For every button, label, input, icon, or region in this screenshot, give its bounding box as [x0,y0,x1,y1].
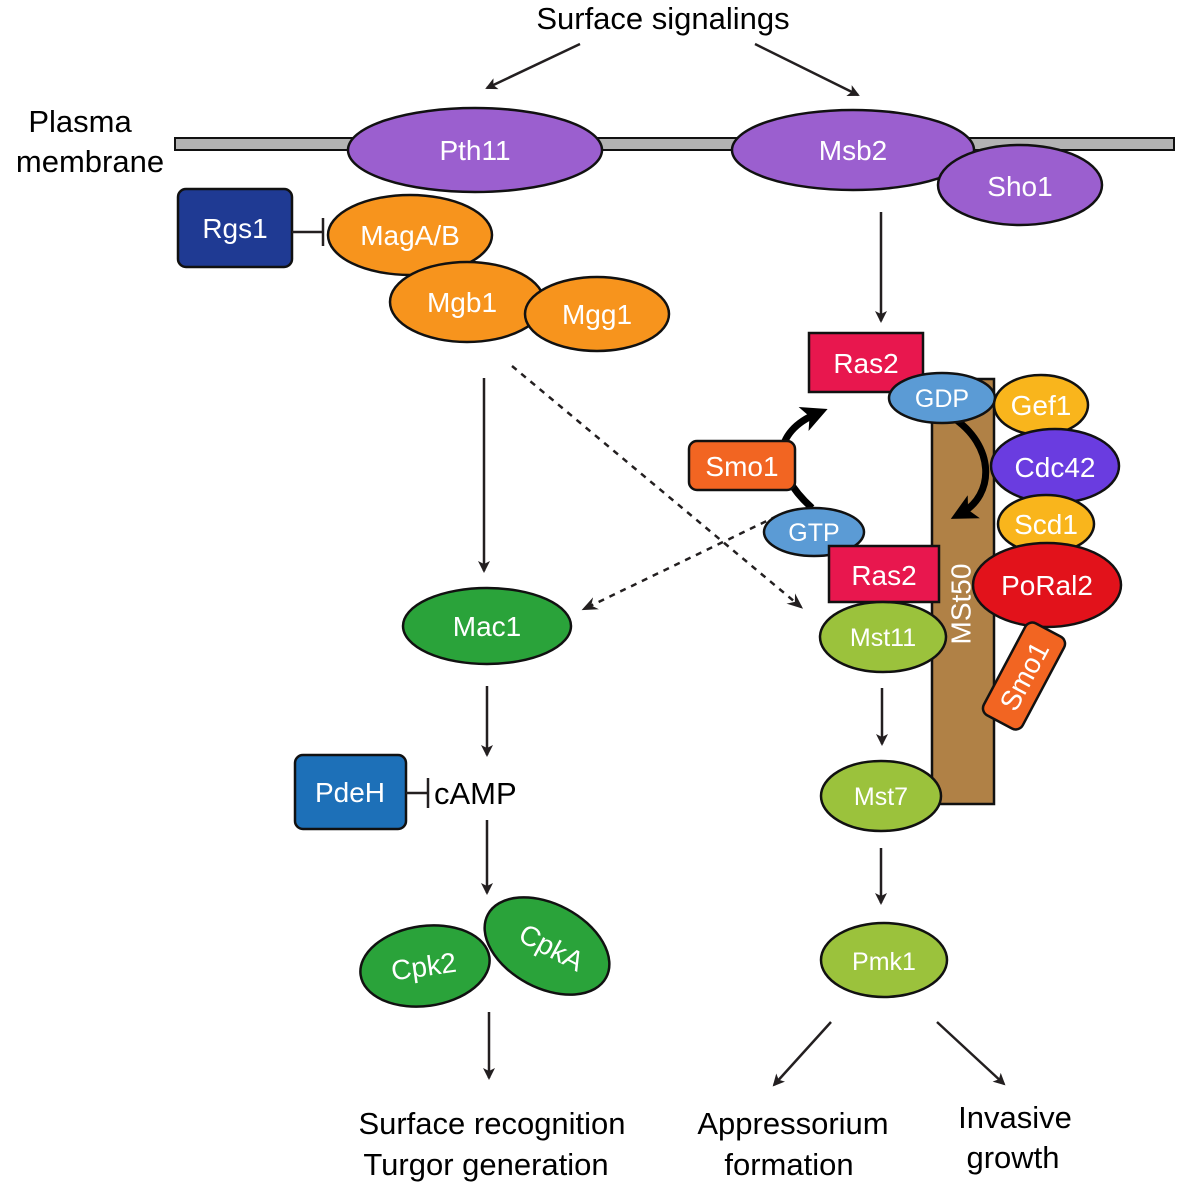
pth11-label: Pth11 [439,135,510,166]
mst11-node [818,600,948,674]
arrow-signal-to-pth11 [485,42,581,90]
sho1-label: Sho1 [987,171,1052,202]
gdp-label: GDP [915,385,969,413]
outcome-growth: growth [966,1140,1059,1175]
pth11-node [346,106,604,194]
plasma-label: Plasma [28,104,132,139]
outcome-turgor-generation: Turgor generation [363,1147,608,1182]
arrow-signal-to-msb2 [754,42,860,97]
cpka-node [483,896,611,996]
msb2-label: Msb2 [819,135,887,166]
mac1-label: Mac1 [453,611,521,642]
pmk1-node [819,921,949,999]
membrane-label: membrane [16,144,164,179]
poral2-label: PoRal2 [1001,570,1093,601]
outcome-surface-recognition: Surface recognition [358,1106,625,1141]
dashed-arrow-gtp-to-mac1 [581,514,778,611]
pdeh-label: PdeH [315,777,385,808]
cpk2-node [359,924,491,1008]
outcome-invasive: Invasive [958,1100,1072,1135]
arrow-pmk1-to-invasive-growth [936,1021,1006,1086]
smo1-left-node [687,439,797,492]
ras2-top-label: Ras2 [833,348,898,379]
smo1-left-label: Smo1 [705,451,778,482]
gtp-label: GTP [788,519,839,547]
mst11-label: Mst11 [850,624,916,652]
ras2-bottom-label: Ras2 [851,560,916,591]
maga-b-label: MagA/B [360,220,460,251]
mgg1-node [523,275,671,353]
mst7-label: Mst7 [854,783,908,811]
scd1-label: Scd1 [1014,509,1078,540]
pmk1-label: Pmk1 [852,948,916,976]
msb2-node [730,108,976,192]
mac1-node [401,586,573,666]
mst7-node [819,759,943,833]
cdc42-label: Cdc42 [1015,452,1096,483]
surface-signalings-label: Surface signalings [536,1,789,36]
mst50-label: MSt50 [945,564,976,645]
outcome-formation: formation [724,1147,853,1182]
poral2-node [971,541,1123,629]
ras2-bottom-node [827,544,941,604]
dashed-arrow-gprotein-to-mst11 [511,365,804,609]
mgg1-label: Mgg1 [562,299,632,330]
rgs1-label: Rgs1 [202,213,267,244]
smo1-right-node [981,621,1067,731]
gef1-label: Gef1 [1011,390,1072,421]
cycle-arrow-gdp-to-gtp [950,414,990,519]
mgb1-label: Mgb1 [427,287,497,318]
camp-label: cAMP [434,776,517,811]
gtp-node [762,506,866,558]
sho1-node [936,143,1104,227]
rgs1-node [176,187,294,269]
arrow-pmk1-to-appressorium [772,1021,832,1087]
outcome-appressorium: Appressorium [697,1106,888,1141]
